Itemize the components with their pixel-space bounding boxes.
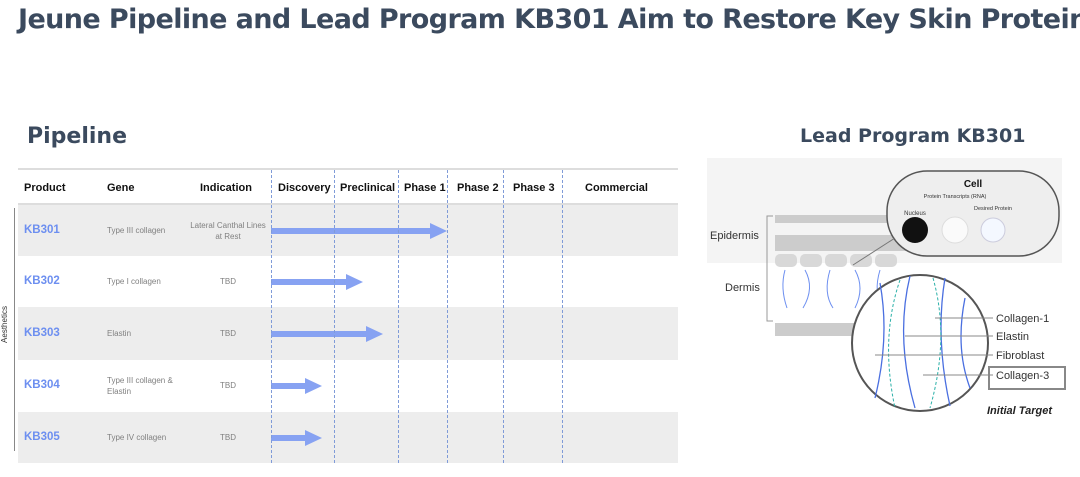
arrow-head-icon bbox=[305, 378, 323, 394]
stage-divider bbox=[398, 170, 399, 463]
lead-program-heading: Lead Program KB301 bbox=[800, 125, 1026, 147]
page-title: Jeune Pipeline and Lead Program KB301 Ai… bbox=[18, 4, 1080, 35]
gene: Type III collagen & Elastin bbox=[107, 376, 173, 396]
stage-divider bbox=[447, 170, 448, 463]
arrow-head-icon bbox=[345, 273, 363, 290]
layer-bracket bbox=[766, 215, 773, 322]
gene: Type III collagen bbox=[107, 225, 166, 235]
pipeline-heading: Pipeline bbox=[27, 124, 127, 149]
stage-divider bbox=[334, 170, 335, 463]
gene: Type I collagen bbox=[107, 276, 161, 286]
pipeline-table: Product Gene Indication Discovery Precli… bbox=[18, 168, 678, 463]
collagen3-label: Collagen-3 bbox=[996, 370, 1049, 382]
column-header-indication: Indication bbox=[200, 182, 252, 194]
cell-row bbox=[775, 254, 897, 267]
column-header-product: Product bbox=[24, 182, 66, 194]
group-bracket-line bbox=[14, 208, 15, 451]
table-row: KB303 Elastin TBD bbox=[18, 307, 678, 360]
product-name[interactable]: KB303 bbox=[24, 326, 60, 339]
table-row: KB304 Type III collagen & Elastin TBD bbox=[18, 360, 678, 412]
column-header-phase3: Phase 3 bbox=[513, 182, 555, 194]
stage-divider bbox=[503, 170, 504, 463]
arrow-shaft bbox=[271, 227, 431, 234]
table-row: KB305 Type IV collagen TBD bbox=[18, 412, 678, 463]
arrow-shaft bbox=[271, 434, 307, 441]
indication: Lateral Canthal Lines at Rest bbox=[190, 220, 266, 241]
column-header-phase2: Phase 2 bbox=[457, 182, 499, 194]
elastin-fibers bbox=[888, 277, 942, 409]
indication: TBD bbox=[220, 328, 236, 338]
arrow-shaft bbox=[271, 330, 368, 337]
magnified-dermis bbox=[851, 274, 989, 412]
table-row: KB302 Type I collagen TBD bbox=[18, 256, 678, 307]
column-header-gene: Gene bbox=[107, 182, 135, 194]
rna-icon bbox=[941, 216, 969, 244]
skin-layer bbox=[775, 235, 915, 251]
nucleus-label: Nucleus bbox=[904, 211, 926, 217]
arrow-shaft bbox=[271, 383, 307, 389]
dermis-label: Dermis bbox=[725, 282, 760, 294]
product-name[interactable]: KB304 bbox=[24, 379, 60, 391]
arrow-head-icon bbox=[430, 222, 447, 239]
cell-callout bbox=[886, 170, 1060, 257]
progress-arrow bbox=[271, 429, 323, 446]
stage-divider bbox=[562, 170, 563, 463]
desired-protein-label: Desired Protein bbox=[974, 206, 1012, 212]
product-name[interactable]: KB301 bbox=[24, 223, 60, 236]
table-row: KB301 Type III collagen Lateral Canthal Li… bbox=[18, 205, 678, 256]
progress-arrow bbox=[271, 325, 384, 342]
protein-icon bbox=[980, 217, 1006, 243]
indication: TBD bbox=[220, 276, 236, 286]
initial-target-box bbox=[988, 366, 1066, 390]
group-label-aesthetics: Aesthetics bbox=[0, 306, 9, 343]
column-header-commercial: Commercial bbox=[585, 182, 648, 194]
indication: TBD bbox=[220, 381, 236, 390]
progress-arrow bbox=[271, 222, 447, 239]
gene: Type IV collagen bbox=[107, 432, 167, 442]
nucleus-icon bbox=[902, 217, 928, 243]
skin-illustration: Epidermis Dermis Cell Nucleus Protein Tr… bbox=[707, 158, 1066, 417]
product-name[interactable]: KB302 bbox=[24, 274, 60, 287]
indication: TBD bbox=[220, 432, 236, 442]
elastin-label: Elastin bbox=[996, 331, 1029, 343]
gene: Elastin bbox=[107, 328, 132, 338]
arrow-head-icon bbox=[305, 429, 323, 446]
product-name[interactable]: KB305 bbox=[24, 430, 60, 443]
column-header-preclinical: Preclinical bbox=[340, 182, 396, 194]
transcripts-label: Protein Transcripts (RNA) bbox=[924, 194, 987, 200]
epidermis-label: Epidermis bbox=[710, 230, 759, 242]
initial-target-label: Initial Target bbox=[987, 405, 1053, 417]
progress-arrow bbox=[271, 273, 363, 290]
skin-layer bbox=[775, 215, 915, 223]
progress-arrow bbox=[271, 378, 323, 394]
collagen1-label: Collagen-1 bbox=[996, 313, 1049, 325]
arrow-shaft bbox=[271, 278, 347, 285]
cell-title: Cell bbox=[964, 179, 983, 190]
fibroblast-label: Fibroblast bbox=[996, 350, 1044, 362]
column-header-discovery: Discovery bbox=[278, 182, 331, 194]
callout-pointer bbox=[852, 237, 896, 266]
stage-divider bbox=[271, 170, 272, 463]
arrow-head-icon bbox=[366, 325, 384, 342]
column-header-phase1: Phase 1 bbox=[404, 182, 446, 194]
header-divider bbox=[18, 203, 678, 205]
